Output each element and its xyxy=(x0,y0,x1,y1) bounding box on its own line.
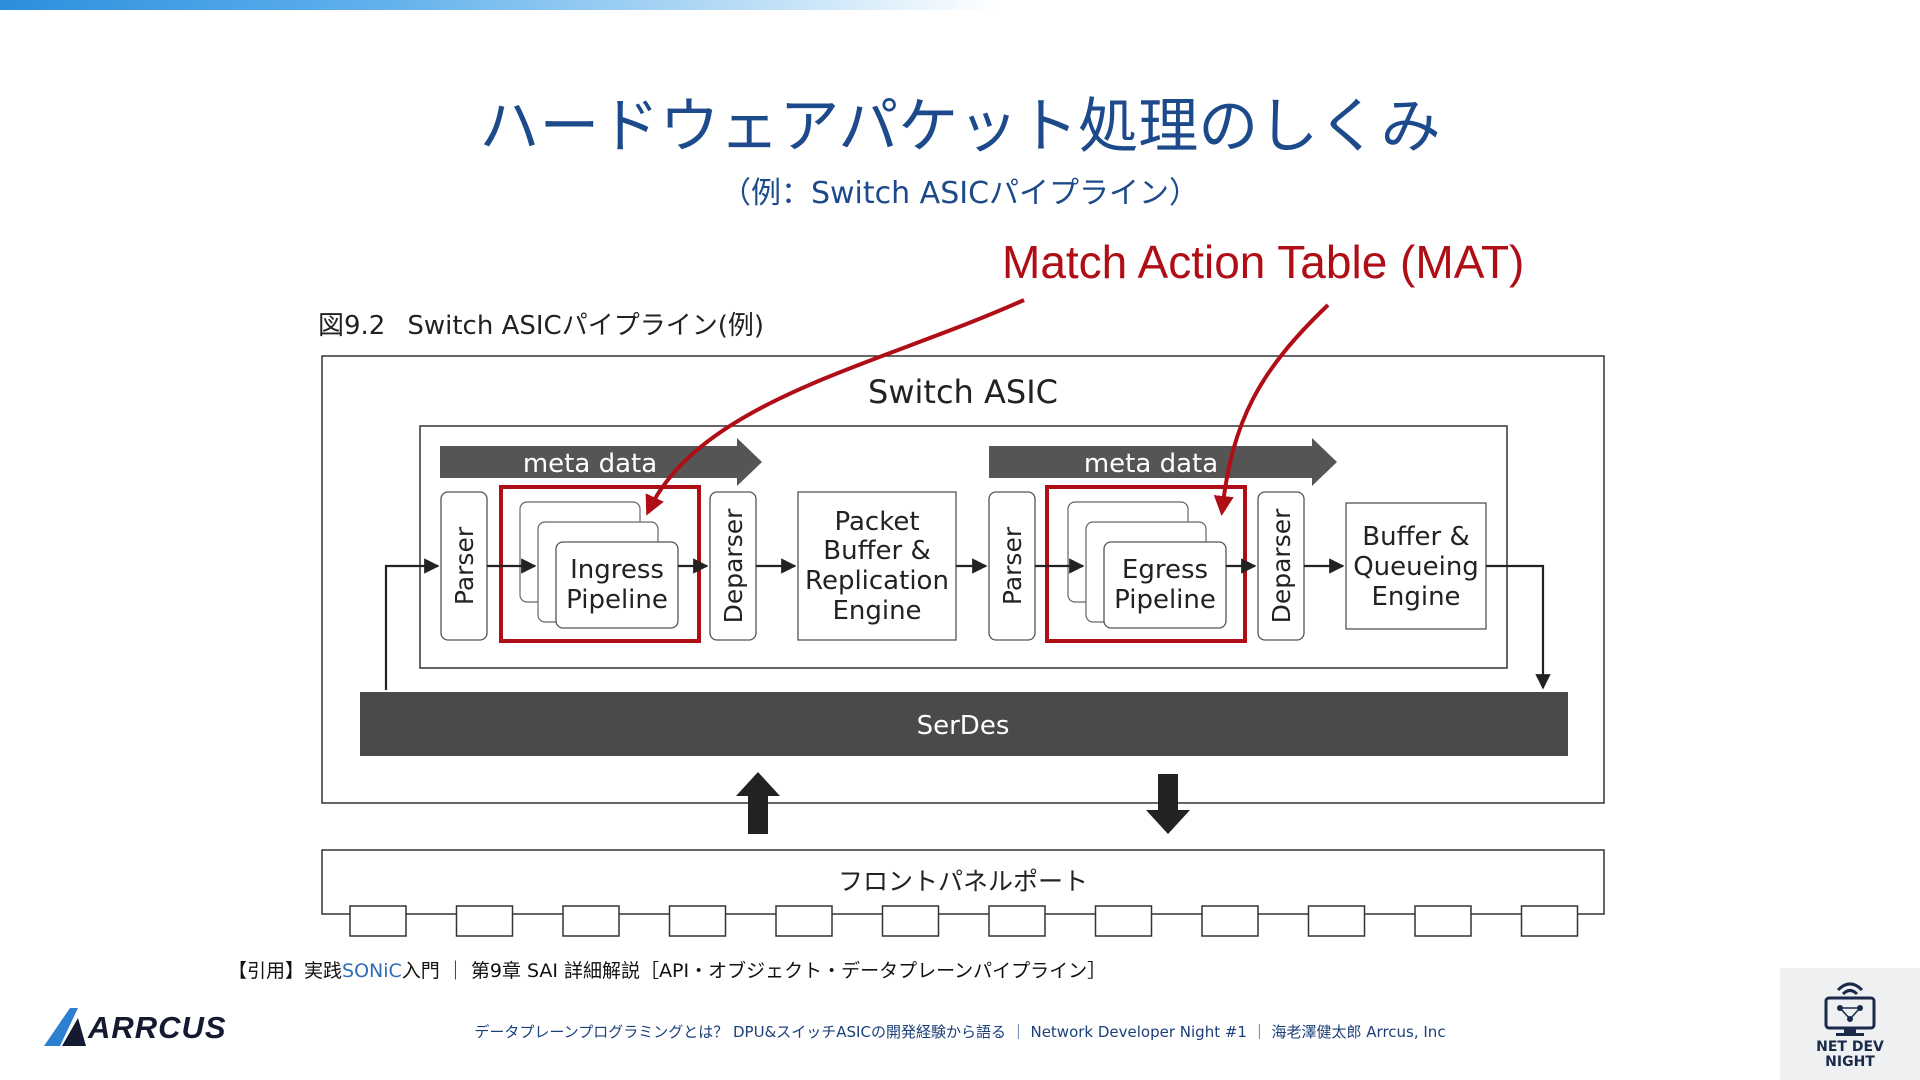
citation: 【引用】実践SONiC入門 ｜ 第9章 SAI 詳細解説［API・オブジェクト・… xyxy=(228,956,1106,983)
network-monitor-icon xyxy=(1824,982,1876,1036)
serdes-to-parser-arrow xyxy=(384,558,440,690)
ingress-pipeline-line2: Pipeline xyxy=(566,585,668,615)
front-panel-port xyxy=(881,905,940,937)
ingress-meta-data-label: meta data xyxy=(523,449,657,479)
switch-asic-label: Switch ASIC xyxy=(868,373,1058,411)
mat-arrow-ingress xyxy=(645,298,1025,516)
packet-buffer-line1-text: Packet xyxy=(834,507,919,537)
egress-pipeline-line1: Egress xyxy=(1122,555,1208,585)
front-panel-port xyxy=(775,905,833,937)
front-panel-box xyxy=(321,849,1605,915)
arrcus-logo-text: ARRCUS xyxy=(88,1010,227,1045)
serdes-bar xyxy=(360,692,1568,756)
front-panel-port xyxy=(562,905,620,937)
mat-arrow-egress xyxy=(1213,303,1330,516)
citation-sonic: SONiC xyxy=(342,960,402,982)
queueing-line2-text: Queueing xyxy=(1353,552,1479,582)
egress-meta-data-label: meta data xyxy=(1084,449,1218,479)
ingress-parser-label: Parser xyxy=(450,526,479,605)
front-panel-port xyxy=(349,905,407,937)
front-panel-ports xyxy=(349,905,1579,937)
ingress-meta-data-arrow: meta data xyxy=(440,438,762,486)
figure-caption: 図9.2 Switch ASICパイプライン(例) xyxy=(318,305,764,342)
figure-title: Switch ASICパイプライン(例) xyxy=(407,311,764,341)
top-accent-bar xyxy=(0,0,1920,10)
front-panel-port xyxy=(1520,905,1579,937)
front-panel-port xyxy=(1094,905,1153,937)
front-panel-port xyxy=(668,905,727,937)
net-dev-night-badge: NET DEV NIGHT xyxy=(1780,968,1920,1080)
mat-annotation-label: Match Action Table (MAT) xyxy=(1002,236,1525,288)
ingress-deparser-label: Deparser xyxy=(719,508,748,624)
citation-rest: 入門 ｜ 第9章 SAI 詳細解説［API・オブジェクト・データプレーンパイプラ… xyxy=(401,960,1107,982)
citation-prefix: 【引用】実践 xyxy=(228,960,343,982)
serdes-label: SerDes xyxy=(917,711,1010,741)
up-block-arrow xyxy=(736,772,780,834)
egress-pipeline-box xyxy=(1103,541,1227,629)
front-panel-port xyxy=(1414,905,1472,937)
slide-title: ハードウェアパケット処理のしくみ xyxy=(479,92,1441,162)
flow-arrows xyxy=(384,558,1551,690)
queueing-line3-text: Engine xyxy=(1371,582,1460,612)
down-block-arrow xyxy=(1146,774,1190,834)
ingress-pipeline-box xyxy=(555,541,679,629)
front-panel-port xyxy=(988,905,1046,937)
queueing-engine-box xyxy=(1345,502,1487,630)
figure-number: 図9.2 xyxy=(318,311,386,341)
arrcus-logo-mark-icon xyxy=(44,1008,86,1046)
egress-parser-label: Parser xyxy=(998,526,1027,605)
front-panel-label: フロントパネルポート xyxy=(838,867,1088,896)
ingress-pipeline-line1: Ingress xyxy=(570,555,664,585)
net-dev-night-text: NET DEV NIGHT xyxy=(1780,1040,1920,1070)
queueing-to-serdes-arrow xyxy=(1486,564,1551,690)
egress-deparser-label: Deparser xyxy=(1267,508,1296,624)
front-panel-port xyxy=(1201,905,1259,937)
queueing-line1-text: Buffer & xyxy=(1362,522,1469,552)
front-panel-port xyxy=(455,905,514,937)
packet-buffer-line4-text: Engine xyxy=(832,596,921,626)
slide-subtitle: （例：Switch ASICパイプライン） xyxy=(720,176,1200,211)
arrcus-logo: ARRCUS xyxy=(40,1006,240,1052)
packet-buffer-box xyxy=(797,491,957,641)
packet-buffer-line3-text: Replication xyxy=(805,566,949,596)
slide-footer: データプレーンプログラミングとは？ DPU&スイッチASICの開発経験から語る … xyxy=(474,1023,1446,1041)
badge-line2: NIGHT xyxy=(1825,1054,1875,1070)
badge-line1: NET DEV xyxy=(1816,1039,1884,1055)
egress-pipeline-line2: Pipeline xyxy=(1114,585,1216,615)
egress-meta-data-arrow: meta data xyxy=(989,438,1337,486)
packet-buffer-line2-text: Buffer & xyxy=(823,536,930,566)
front-panel-port xyxy=(1307,905,1366,937)
